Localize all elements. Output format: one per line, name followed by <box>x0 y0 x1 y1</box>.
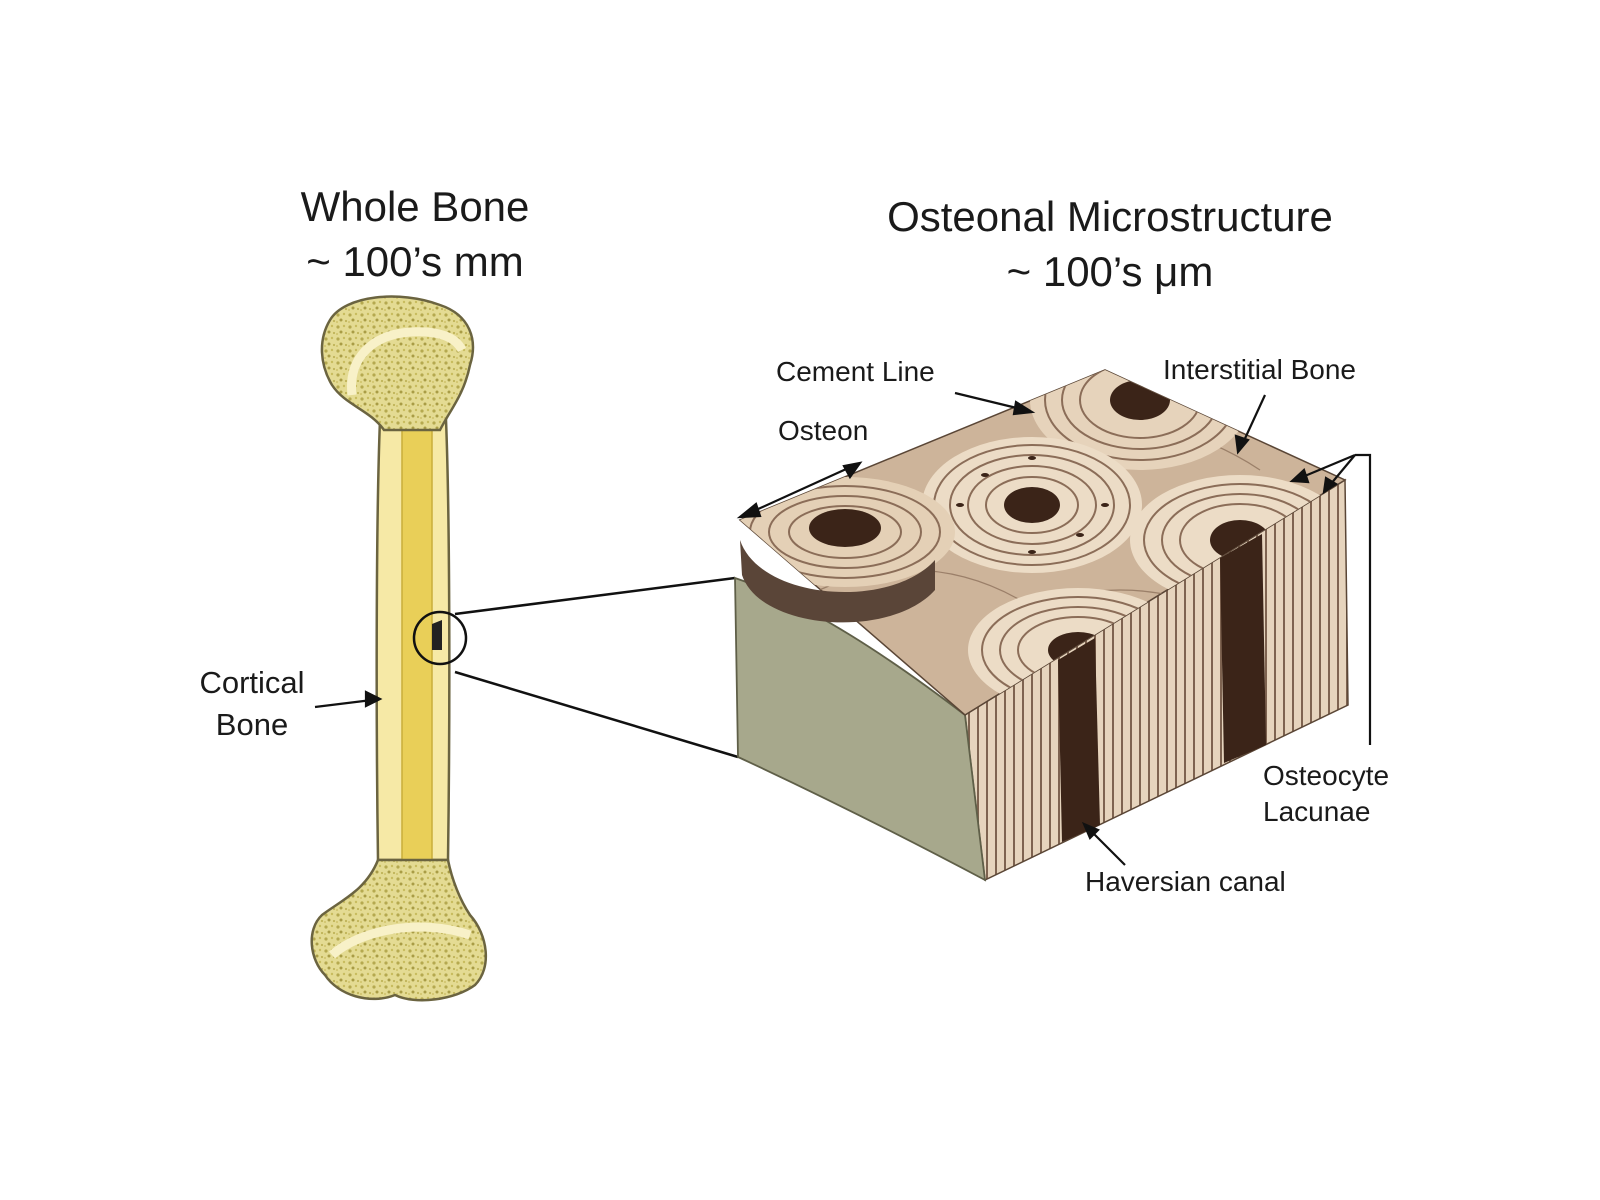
annotations <box>314 391 1372 866</box>
osteon-center <box>922 437 1142 573</box>
label-osteocyte-line2: Lacunae <box>1263 796 1371 827</box>
whole-bone <box>310 295 488 1002</box>
label-cortical-line2: Bone <box>215 707 289 742</box>
whole-bone-scale: ~ 100’s mm <box>306 238 524 285</box>
zoom-line-top <box>454 576 736 616</box>
magnify-circle <box>412 610 468 666</box>
osteon-left-rim <box>740 540 935 623</box>
micro-scale: ~ 100’s μm <box>1006 248 1214 295</box>
label-osteon: Osteon <box>778 415 869 446</box>
canal-band-2 <box>1220 534 1266 763</box>
label-cement-line: Cement Line <box>776 356 935 387</box>
proximal-epiphysis <box>320 295 475 432</box>
sample-wedge <box>432 620 442 650</box>
osteon-left <box>740 477 955 587</box>
label-interstitial-bone: Interstitial Bone <box>1163 354 1356 385</box>
label-haversian-canal: Haversian canal <box>1085 866 1286 897</box>
micro-title: Osteonal Microstructure <box>887 193 1333 240</box>
zoom-line-bottom <box>454 670 739 759</box>
label-cortical-line1: Cortical <box>199 665 305 700</box>
growth-plate-bottom <box>329 922 472 959</box>
osteon-block <box>734 369 1349 882</box>
whole-bone-title: Whole Bone <box>300 183 530 230</box>
growth-plate-top <box>347 327 467 396</box>
canal-band-1 <box>1058 638 1100 842</box>
label-osteocyte-line1: Osteocyte <box>1263 760 1390 791</box>
